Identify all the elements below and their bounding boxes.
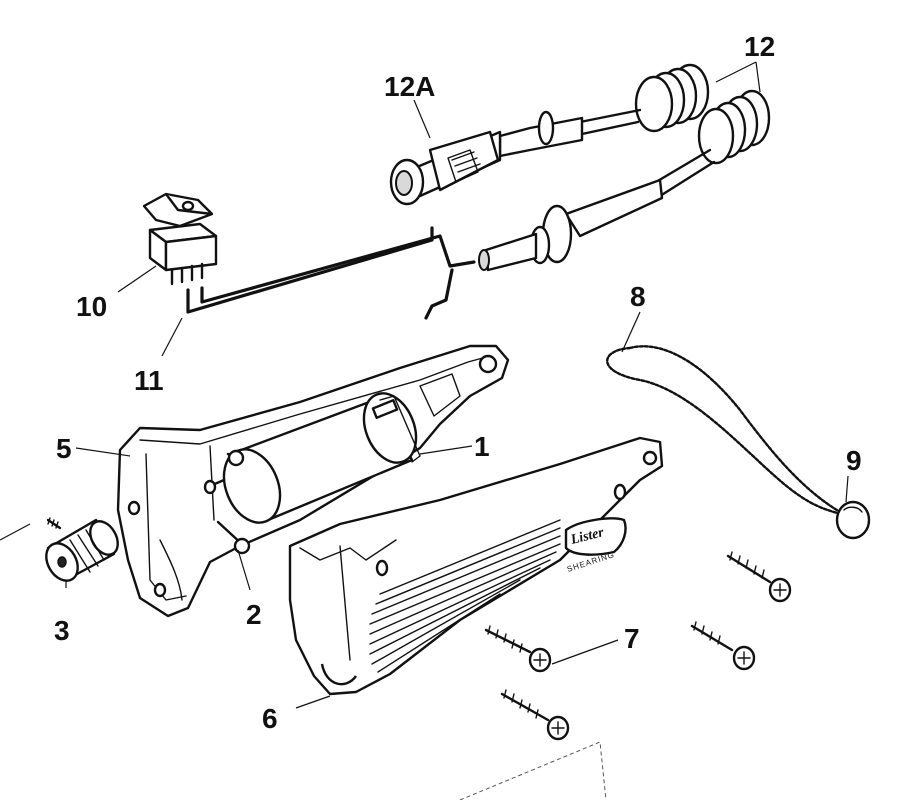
callout-3: 3 (54, 615, 70, 646)
callout-2: 2 (246, 599, 262, 630)
callout-10: 10 (76, 291, 107, 322)
callout-12a: 12A (384, 71, 435, 102)
callout-11: 11 (134, 365, 164, 396)
reference-outline (459, 741, 607, 800)
callout-12: 12 (744, 31, 775, 62)
lanyard-bead (835, 500, 871, 540)
leader-lines (0, 61, 849, 709)
callout-9: 9 (846, 445, 862, 476)
motor (203, 392, 421, 524)
cover-screw (500, 689, 570, 741)
brand-logo: Lister SHEARING (564, 517, 627, 574)
callout-5: 5 (56, 433, 72, 464)
callout-1: 1 (474, 431, 490, 462)
lanyard-cord (606, 345, 854, 518)
knob (45, 518, 119, 582)
handle-cover (288, 436, 664, 696)
internal-wires (186, 226, 476, 320)
motor-screw (216, 449, 251, 555)
cover-screw (726, 551, 792, 603)
cover-screw (484, 625, 552, 673)
callout-6: 6 (262, 703, 278, 734)
callout-8: 8 (630, 281, 646, 312)
power-cord-upper (389, 63, 710, 206)
rocker-switch (142, 192, 218, 286)
power-cord-lower (478, 89, 771, 272)
grub-screw (46, 517, 62, 530)
callout-7: 7 (624, 623, 640, 654)
cover-screw (690, 621, 756, 671)
